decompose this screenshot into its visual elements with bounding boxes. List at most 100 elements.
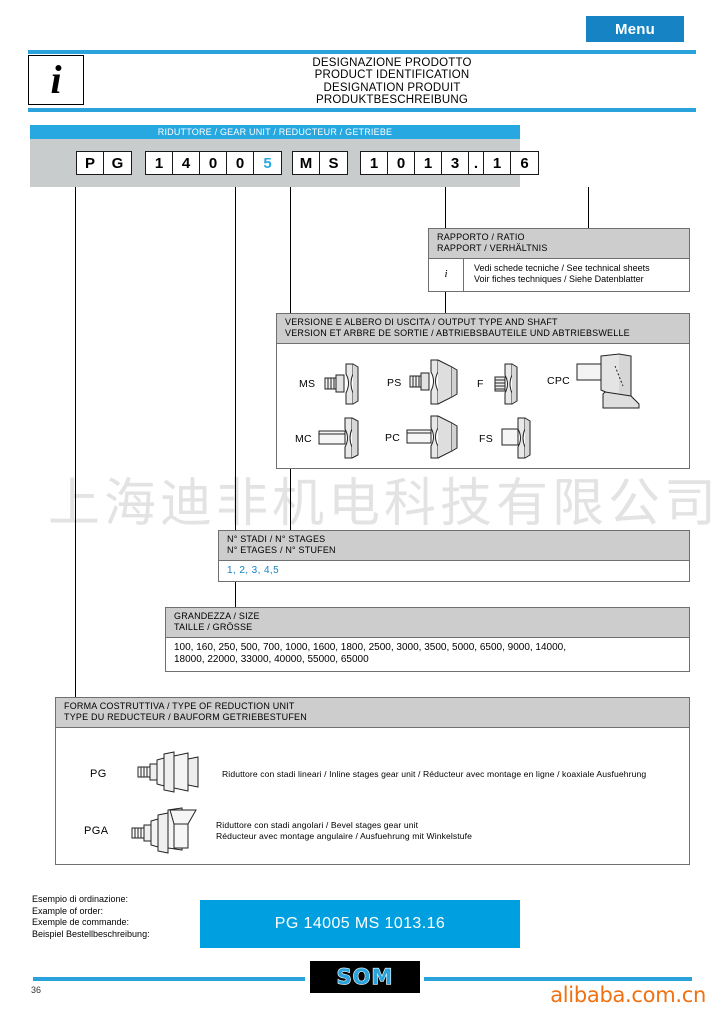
page-number: 36 [31,985,42,995]
code-cell: 4 [173,152,200,174]
stages-box: N° STADI / N° STAGES N° ETAGES / N° STUF… [218,530,690,583]
ratio-box: RAPPORTO / RATIO RAPPORT / VERHÄLTNIS i … [428,228,690,292]
code-cell: 1 [146,152,173,174]
form-head-line2: TYPE DU REDUCTEUR / BAUFORM GETRIEBESTUF… [64,711,307,722]
info-icon-small: i [444,267,448,280]
flange-cyl-shaft-large-icon [406,415,458,459]
form-code: PGA [84,825,109,838]
output-item-mc: MC [295,416,375,462]
output-label: MS [299,377,316,390]
page-title: DESIGNAZIONE PRODOTTO PRODUCT IDENTIFICA… [88,57,696,107]
code-cell: 6 [511,152,538,174]
stages-value: 1, 2, 3, 4,5 [227,564,280,576]
ratio-head-line2: RAPPORT / VERHÄLTNIS [437,242,548,253]
form-box-header: FORMA COSTRUTTIVA / TYPE OF REDUCTION UN… [56,698,689,728]
bevel-gear-unit-icon [130,804,216,859]
size-value-line1: 100, 160, 250, 500, 700, 1000, 1600, 180… [174,641,567,653]
output-label: PS [387,376,402,389]
output-item-fs: FS [479,416,540,462]
designation-code-panel: RIDUTTORE / GEAR UNIT / REDUCTEUR / GETR… [30,125,539,187]
order-label-fr: Exemple de commande: [32,917,130,927]
form-text-line1: Riduttore con stadi lineari / Inline sta… [222,768,647,779]
form-code: PG [90,768,107,781]
size-values: 100, 160, 250, 500, 700, 1000, 1600, 180… [174,642,681,666]
stages-box-header: N° STADI / N° STAGES N° ETAGES / N° STUF… [219,531,689,561]
page-title-it: DESIGNAZIONE PRODOTTO [312,57,472,69]
output-label: PC [385,431,401,444]
page-header: i DESIGNAZIONE PRODOTTO PRODUCT IDENTIFI… [28,50,696,112]
size-head-line1: GRANDEZZA / SIZE [174,611,260,621]
output-head-line2: VERSION ET ARBRE DE SORTIE / ABTRIEBSBAU… [285,327,630,338]
form-text-line2: Réducteur avec montage angulaire / Ausfu… [216,831,473,842]
code-group-form[interactable]: P G [76,151,132,175]
output-box-header: VERSIONE E ALBERO DI USCITA / OUTPUT TYP… [277,314,689,344]
foot-mount-shaft-icon [576,353,640,409]
stages-head-line1: N° STADI / N° STAGES [227,534,326,544]
code-cell: 0 [200,152,227,174]
header-rule-top [28,50,696,54]
output-type-box: VERSIONE E ALBERO DI USCITA / OUTPUT TYP… [276,313,690,469]
code-cell: 0 [227,152,254,174]
code-cell-stages: 5 [254,152,281,174]
menu-button[interactable]: Menu [586,16,684,42]
code-cell: 0 [388,152,415,174]
form-row-pg: PG Riduttore con stadi line [90,750,646,799]
form-rows: PG Riduttore con stadi line [56,728,689,856]
inline-gear-unit-icon [136,750,222,799]
alibaba-watermark: alibaba.com.cn [550,983,706,1007]
size-box: GRANDEZZA / SIZE TAILLE / GRÖSSE 100, 16… [165,607,690,672]
code-group-output[interactable]: M S [292,151,348,175]
output-label: F [477,377,484,390]
form-description: Riduttore con stadi lineari / Inline sta… [222,769,646,780]
stages-box-body: 1, 2, 3, 4,5 [219,561,689,582]
output-item-ms: MS [299,360,374,408]
ratio-box-text: Vedi schede tecniche / See technical she… [463,258,689,291]
order-example-value: PG 14005 MS 1013.16 [200,900,520,948]
ratio-body-line2: Voir fiches techniques / Siehe Datenblat… [474,274,644,285]
size-value-line2: 18000, 22000, 33000, 40000, 55000, 65000 [174,653,369,665]
som-logo: SOM [310,961,420,993]
ratio-body-line1: Vedi schede tecniche / See technical she… [474,262,650,273]
info-icon: i [50,57,62,102]
code-cell: 1 [484,152,511,174]
ratio-head-line1: RAPPORTO / RATIO [437,232,525,242]
output-head-line1: VERSIONE E ALBERO DI USCITA / OUTPUT TYP… [285,317,558,327]
flange-motor-shaft-icon [324,363,359,405]
output-type-grid: MS PS [277,344,689,464]
page-title-fr: DESIGNATION PRODUIT [323,81,461,94]
company-watermark: 上海迪非机电科技有限公司 [48,474,721,534]
code-group-size[interactable]: 1 4 0 0 5 [145,151,282,175]
page-title-de: PRODUKTBESCHREIBUNG [315,94,469,107]
connector-form [75,187,76,709]
ratio-box-body: i Vedi schede tecniche / See technical s… [429,258,689,291]
code-cell: S [320,152,347,174]
form-description: Riduttore con stadi angolari / Bevel sta… [216,820,472,842]
code-cell: 3 [442,152,469,174]
flange-cyl-shaft-icon [318,417,359,459]
order-label-en: Example of order: [32,905,104,916]
output-item-cpc: CPC [547,350,647,412]
output-item-ps: PS [387,357,467,409]
connector-ratio [588,187,589,230]
size-box-header: GRANDEZZA / SIZE TAILLE / GRÖSSE [166,608,689,638]
flange-splined-icon [494,363,518,405]
code-cell: 1 [361,152,388,174]
header-rule-bottom [28,108,696,112]
info-icon-box: i [28,55,84,105]
output-item-pc: PC [385,414,467,462]
output-label: CPC [547,374,571,387]
reduction-unit-type-box: FORMA COSTRUTTIVA / TYPE OF REDUCTION UN… [55,697,690,865]
output-label: MC [295,432,312,445]
stages-head-line2: N° ETAGES / N° STUFEN [227,544,336,555]
output-label: FS [479,432,494,445]
footer-rule-left [33,977,305,981]
form-head-line1: FORMA COSTRUTTIVA / TYPE OF REDUCTION UN… [64,701,295,711]
page-title-en: PRODUCT IDENTIFICATION [314,69,470,82]
footer-rule-right [424,977,692,981]
order-label-de: Beispiel Bestellbeschreibung: [32,928,150,939]
connector-size [235,187,236,619]
code-group-ratio[interactable]: 1 0 1 3 . 1 6 [360,151,539,175]
size-head-line2: TAILLE / GRÖSSE [174,621,253,632]
code-cell: G [104,152,131,174]
flange-square-shaft-icon [501,417,531,459]
